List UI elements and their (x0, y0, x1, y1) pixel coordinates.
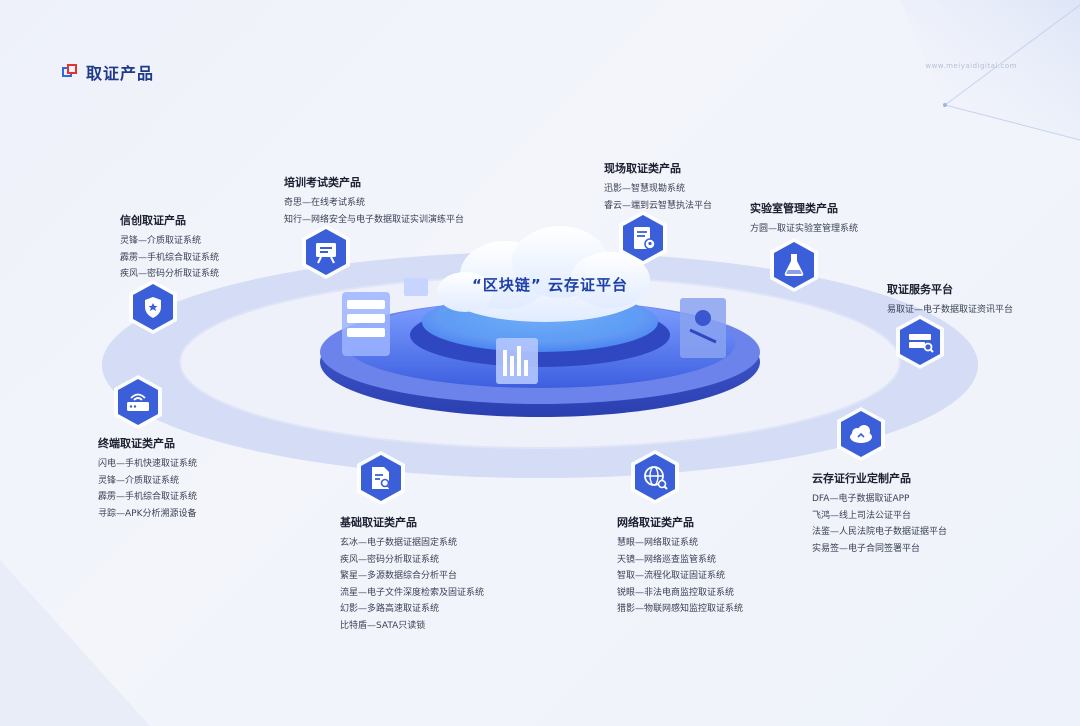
category-xinchuang: 信创取证产品 灵锋—介质取证系统 霹雳—手机综合取证系统 疾风—密码分析取证系统 (120, 212, 219, 283)
product-item: 慧眼—网络取证系统 (617, 538, 699, 548)
product-item: 寻踪—APK分析溯源设备 (98, 508, 197, 519)
product-item: 疾风—密码分析取证系统 (120, 269, 220, 279)
product-item: 法鉴—人民法院电子数据证据平台 (812, 527, 948, 537)
page-title: 取证产品 (86, 64, 155, 83)
product-item: 霹雳—手机综合取证系统 (120, 252, 220, 263)
category-cloud: 云存证行业定制产品 DFA—电子数据取证APP 飞鸿—线上司法公证平台 法鉴—人… (812, 470, 947, 557)
globe-search-icon (631, 450, 679, 504)
cloud-icon (837, 407, 885, 461)
category-title: 实验室管理类产品 (750, 202, 838, 215)
category-title: 信创取证产品 (120, 214, 186, 227)
product-item: 玄冰—电子数据证据固定系统 (340, 538, 458, 548)
category-service: 取证服务平台 易取证—电子数据取证资讯平台 (887, 281, 1013, 319)
product-item: 疾风—密码分析取证系统 (340, 554, 440, 565)
document-location-icon (619, 211, 667, 265)
product-item: 霹雳—手机综合取证系统 (98, 492, 198, 502)
category-network: 网络取证类产品 慧眼—网络取证系统 天镜—网络巡查监管系统 智取—流程化取证固证… (617, 514, 743, 618)
presentation-board-icon (302, 225, 350, 279)
product-item: 锐眼—非法电商监控取证系统 (617, 587, 735, 598)
product-item: 实易签—电子合同签署平台 (812, 543, 921, 554)
site-url: www.meiyaidigital.com (925, 62, 1017, 70)
product-item: 易取证—电子数据取证资讯平台 (887, 305, 1014, 315)
product-item: 灵锋—介质取证系统 (98, 475, 180, 486)
router-icon (114, 375, 162, 429)
product-item: 方圆—取证实验室管理系统 (750, 224, 859, 234)
server-search-icon (896, 315, 944, 369)
category-title: 培训考试类产品 (284, 176, 361, 189)
category-lab: 实验室管理类产品 方圆—取证实验室管理系统 (750, 200, 858, 238)
product-item: DFA—电子数据取证APP (812, 494, 910, 504)
category-title: 基础取证类产品 (340, 516, 417, 529)
product-item: 繁星—多源数据综合分析平台 (340, 571, 458, 581)
category-title: 取证服务平台 (887, 283, 953, 296)
shield-icon (129, 280, 177, 334)
brand-logo-icon (62, 64, 78, 80)
category-training: 培训考试类产品 奇思—在线考试系统 知行—网络安全与电子数据取证实训演练平台 (284, 174, 464, 228)
product-item: 猎影—物联网感知监控取证系统 (617, 604, 744, 614)
page-header: 取证产品 (62, 60, 154, 84)
category-basic: 基础取证类产品 玄冰—电子数据证据固定系统 疾风—密码分析取证系统 繁星—多源数… (340, 514, 484, 634)
product-item: 流星—电子文件深度检索及固证系统 (340, 587, 485, 598)
product-item: 灵锋—介质取证系统 (120, 236, 202, 246)
category-title: 现场取证类产品 (604, 162, 681, 175)
flask-icon (770, 238, 818, 292)
product-item: 智取—流程化取证固证系统 (617, 571, 726, 581)
product-item: 闪电—手机快速取证系统 (98, 459, 198, 469)
category-title: 终端取证类产品 (98, 437, 175, 450)
category-title: 云存证行业定制产品 (812, 472, 911, 485)
category-onsite: 现场取证类产品 迅影—智慧现勘系统 睿云—端到云智慧执法平台 (604, 160, 712, 214)
file-search-icon (357, 451, 405, 505)
category-title: 网络取证类产品 (617, 516, 694, 529)
product-item: 迅影—智慧现勘系统 (604, 184, 686, 194)
product-item: 幻影—多路高速取证系统 (340, 604, 440, 614)
platform-title: “区块链” 云存证平台 (472, 276, 628, 294)
product-item: 天镜—网络巡查监管系统 (617, 554, 717, 565)
product-item: 奇思—在线考试系统 (284, 198, 366, 208)
product-item: 睿云—端到云智慧执法平台 (604, 200, 713, 211)
product-item: 飞鸿—线上司法公证平台 (812, 510, 912, 521)
product-item: 比特盾—SATA只读锁 (340, 620, 426, 631)
product-item: 知行—网络安全与电子数据取证实训演练平台 (284, 214, 465, 225)
category-terminal: 终端取证类产品 闪电—手机快速取证系统 灵锋—介质取证系统 霹雳—手机综合取证系… (98, 435, 197, 522)
